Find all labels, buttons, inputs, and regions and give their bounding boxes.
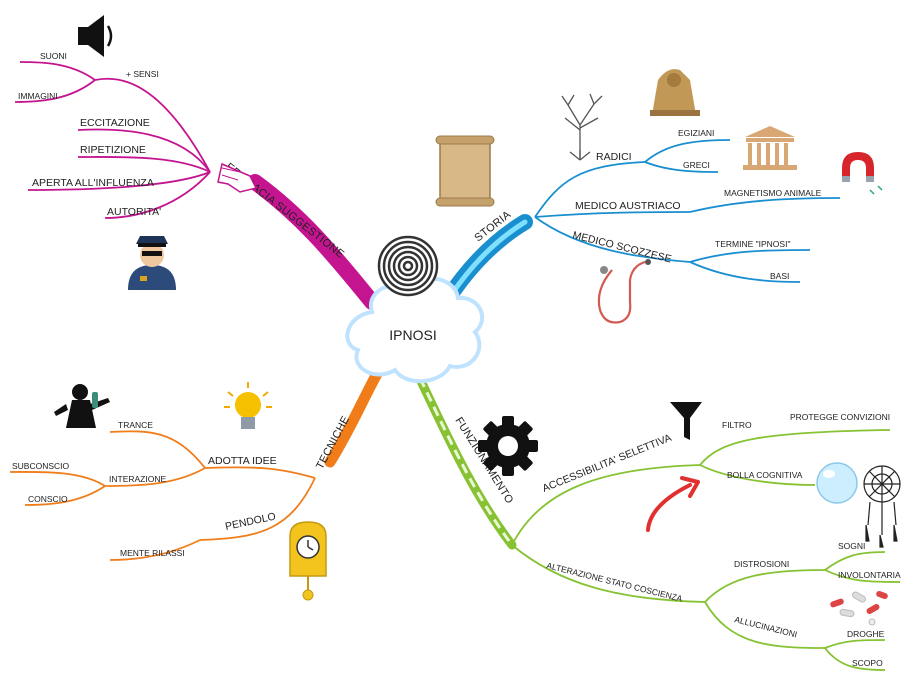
accessibilita-label: ACCESSIBILITA' SELETTIVA: [541, 432, 674, 495]
speaker-icon: [78, 15, 113, 57]
pendolo-label: PENDOLO: [224, 511, 277, 533]
greci-label: GRECI: [683, 160, 710, 170]
gear-icon: [478, 416, 538, 476]
autorita-label: AUTORITA': [107, 206, 161, 218]
tecniche-main-branch: [324, 366, 384, 468]
red-arrow-icon: [646, 476, 700, 532]
funnel-icon: [670, 402, 702, 440]
tree-icon: [561, 93, 603, 161]
pills-icon: [830, 590, 888, 626]
aperta-label: APERTA ALL'INFLUENZA: [32, 177, 154, 189]
immagini-label: IMMAGINI: [18, 91, 58, 101]
austriaco-label: MEDICO AUSTRIACO: [575, 200, 681, 212]
termine-label: TERMINE "IPNOSI": [715, 239, 790, 249]
magnet-icon: [842, 152, 883, 195]
conscio-label: CONSCIO: [28, 494, 68, 504]
filtro-label: FILTRO: [722, 420, 752, 430]
interazione-label: INTERAZIONE: [109, 474, 166, 484]
efficacia-main-branch: [247, 174, 380, 310]
spiral-icon: [377, 235, 439, 297]
trance-label: TRANCE: [118, 420, 153, 430]
pointing-hand-icon: [217, 162, 258, 193]
scroll-icon: [435, 135, 495, 207]
subconscio-label: SUBCONSCIO: [12, 461, 70, 471]
eccitazione-label: ECCITAZIONE: [80, 117, 150, 129]
dreamcatcher-icon: [863, 465, 901, 548]
magnetismo-label: MAGNETISMO ANIMALE: [724, 188, 822, 198]
bubble-icon: [816, 462, 858, 504]
bolla-label: BOLLA COGNITIVA: [727, 470, 803, 480]
protegge-label: PROTEGGE CONVIZIONI: [790, 412, 890, 422]
diver-icon: [54, 384, 110, 428]
alterazione-label: ALTERAZIONE STATO COSCIENZA: [546, 560, 684, 604]
sensi-label: + SENSI: [126, 69, 159, 79]
stethoscope-icon: [597, 259, 651, 324]
scopo-label: SCOPO: [852, 658, 883, 668]
involontaria-label: INVOLONTARIA: [838, 570, 901, 580]
suoni-label: SUONI: [40, 51, 67, 61]
scozzese-label: MEDICO SCOZZESE: [571, 229, 672, 265]
lightbulb-icon: [224, 382, 272, 429]
pendulum-clock-icon: [289, 521, 327, 601]
ripetizione-label: RIPETIZIONE: [80, 144, 146, 156]
basi-label: BASI: [770, 271, 789, 281]
center-label: IPNOSI: [389, 327, 436, 343]
droghe-label: DROGHE: [847, 629, 885, 639]
sogni-label: SOGNI: [838, 541, 865, 551]
allucinazioni-label: ALLUCINAZIONI: [734, 614, 799, 639]
adotta-label: ADOTTA IDEE: [208, 455, 277, 467]
police-officer-icon: [128, 236, 176, 290]
sphinx-icon: [650, 69, 700, 116]
egiziani-label: EGIZIANI: [678, 128, 714, 138]
mente-rilassi-label: MENTE RILASSI: [120, 548, 185, 558]
temple-icon: [743, 126, 797, 170]
center-cloud[interactable]: IPNOSI: [345, 276, 485, 384]
radici-label: RADICI: [596, 151, 632, 163]
distrosioni-label: DISTROSIONI: [734, 559, 789, 569]
